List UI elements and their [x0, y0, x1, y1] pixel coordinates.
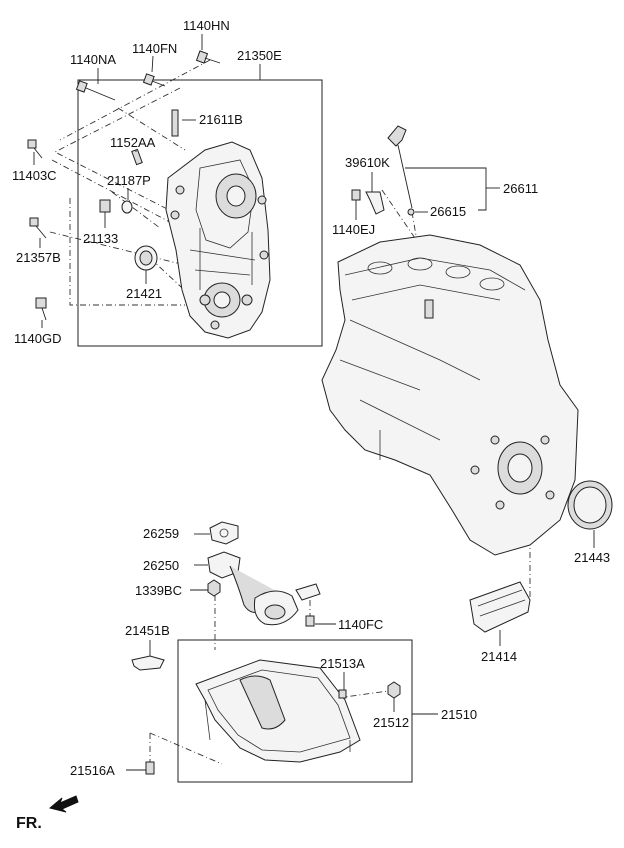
bolt-1140NA — [75, 80, 116, 101]
bolt-21357B — [29, 217, 47, 239]
strainer-26250 — [207, 551, 321, 626]
label-1140FN: 1140FN — [132, 41, 177, 56]
rear-oil-seal-21443 — [567, 480, 613, 530]
alignment-line — [111, 191, 161, 229]
gauge-bracket-39610K — [365, 191, 385, 215]
oil-level-gauge — [387, 125, 415, 216]
label-11403C: 11403C — [12, 168, 57, 183]
bolt-11403C — [27, 139, 43, 159]
label-21512: 21512 — [373, 715, 409, 730]
plug-21133 — [99, 199, 111, 213]
cylinder-block — [321, 234, 579, 556]
bolt-1140EJ — [351, 189, 361, 201]
label-39610K: 39610K — [345, 155, 390, 170]
label-1140HN: 1140HN — [183, 18, 230, 33]
label-26259: 26259 — [143, 526, 179, 541]
front-arrow-icon — [48, 795, 79, 813]
bracket-21451B — [131, 655, 165, 671]
label-21611B: 21611B — [199, 112, 243, 127]
bolt-1140FC — [305, 615, 315, 627]
label-21513A: 21513A — [320, 656, 365, 671]
alignment-line — [117, 107, 186, 151]
oil-pan-group-frame — [177, 639, 413, 783]
label-1140FC: 1140FC — [338, 617, 383, 632]
label-21451B: 21451B — [125, 623, 170, 638]
alignment-line — [51, 159, 186, 231]
front-label: FR. — [16, 815, 42, 832]
baffle-21414 — [469, 581, 531, 633]
alignment-line — [59, 59, 211, 141]
dowel-1152AA — [131, 148, 143, 166]
bolt-1140HN — [195, 50, 221, 64]
oil-pan-21510 — [195, 659, 361, 763]
label-21510: 21510 — [441, 707, 477, 722]
label-26611: 26611 — [503, 181, 538, 196]
label-21421: 21421 — [126, 286, 162, 301]
label-1140NA: 1140NA — [70, 52, 116, 67]
timing-chain-cover — [165, 141, 271, 339]
timing-cover-group-frame — [77, 79, 323, 347]
label-21443: 21443 — [574, 550, 610, 565]
bolt-1140GD — [35, 297, 47, 321]
label-1339BC: 1339BC — [135, 583, 182, 598]
alignment-line — [344, 689, 396, 698]
label-21414: 21414 — [481, 649, 517, 664]
stud-21611B — [171, 109, 179, 137]
drain-plug-21512 — [387, 681, 401, 699]
alignment-line — [69, 198, 185, 306]
label-26250: 26250 — [143, 558, 179, 573]
nut-1339BC — [207, 579, 221, 597]
alignment-line — [49, 231, 186, 266]
label-21357B: 21357B — [16, 250, 61, 265]
label-21133: 21133 — [83, 231, 118, 246]
label-1140EJ: 1140EJ — [332, 222, 375, 237]
label-21350E: 21350E — [237, 48, 282, 63]
seal-21187P — [121, 200, 133, 214]
bolt-21513A — [338, 689, 347, 699]
oil-seal-21421 — [134, 245, 158, 271]
label-21187P: 21187P — [107, 173, 151, 188]
alignment-line — [54, 87, 186, 219]
gasket-26259 — [209, 521, 239, 545]
alignment-line — [149, 732, 223, 765]
bolt-1140FN — [142, 73, 166, 87]
label-26615: 26615 — [430, 204, 466, 219]
front-direction-indicator: FR. — [16, 795, 79, 832]
label-1152AA: 1152AA — [110, 135, 156, 150]
label-1140GD: 1140GD — [14, 331, 61, 346]
label-21516A: 21516A — [70, 763, 115, 778]
alignment-line — [149, 257, 196, 301]
bolt-21516A — [145, 761, 155, 775]
